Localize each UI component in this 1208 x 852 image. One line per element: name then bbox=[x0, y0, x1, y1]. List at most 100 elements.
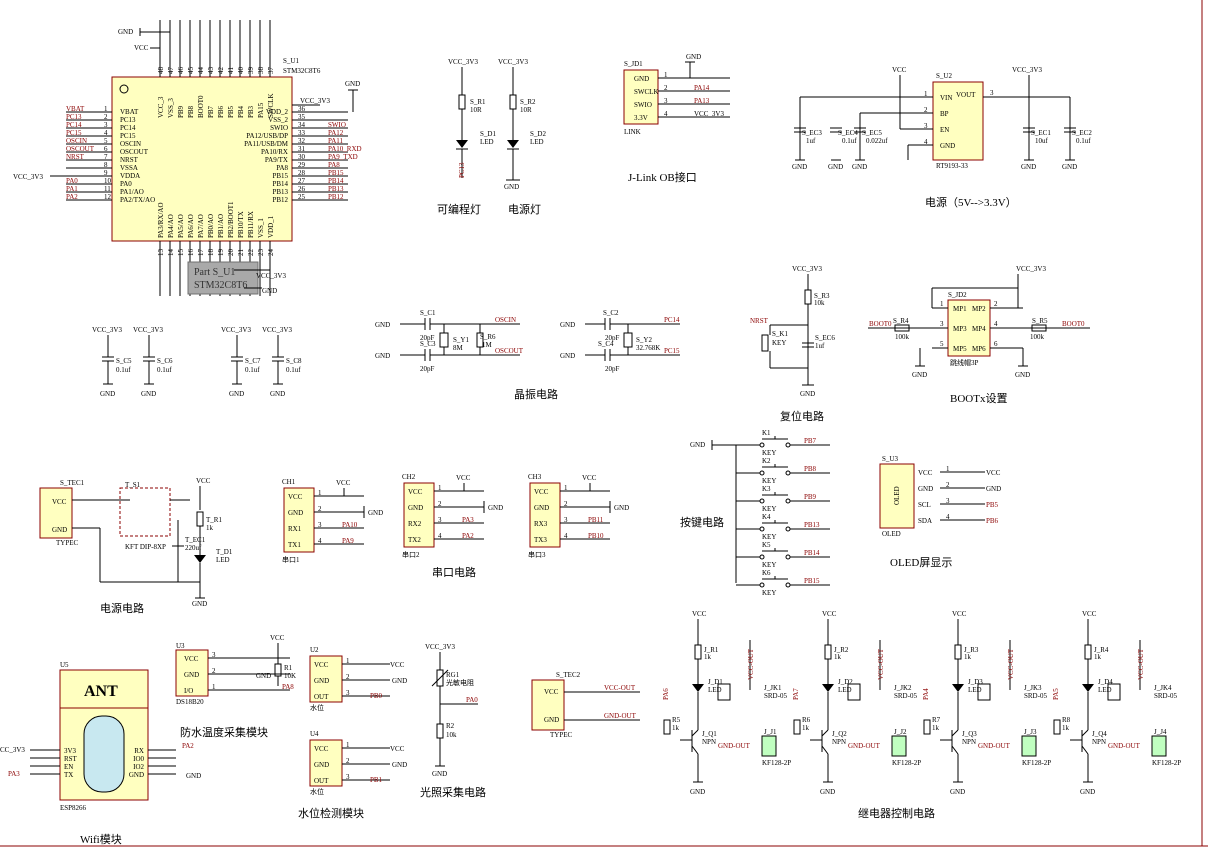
boot-num: 5 bbox=[940, 340, 944, 348]
relay-transistor bbox=[1081, 729, 1089, 737]
power-circuit-title: 电源电路 bbox=[100, 601, 144, 615]
led-block[interactable]: VCC_3V3 VCC_3V3 S_R1 10R S_R2 10R S_D1 L… bbox=[437, 58, 546, 216]
xtal-y1-val: 8M bbox=[453, 344, 464, 352]
wifi-ref: U5 bbox=[60, 661, 69, 669]
mcu-net-PB13: PB13 bbox=[328, 185, 344, 193]
reg-cap-gnd: GND bbox=[1062, 163, 1077, 171]
pc-gnd: GND bbox=[192, 600, 207, 608]
wifi-pin-RX: RX bbox=[134, 747, 144, 755]
mcu-pin-name: PB9 bbox=[177, 105, 185, 118]
uart-connector[interactable] bbox=[283, 487, 315, 553]
wifi-block[interactable]: ANT U5 ESP8266 3V3RSTENTXRXIO0IO2GNDCC_3… bbox=[0, 661, 201, 846]
reg-cap-val: 0.1uf bbox=[842, 137, 857, 145]
decap-vcc: VCC_3V3 bbox=[221, 326, 251, 334]
key-net-PB13: PB13 bbox=[804, 521, 820, 529]
uart-pin-VCC: VCC bbox=[408, 488, 423, 496]
mcu-pin-name: VDD_2 bbox=[266, 108, 289, 116]
relay-block[interactable]: 继电器控制电路 VCCJ_R11kJ_D1LEDGNDJ_Q1NPNR51kPA… bbox=[662, 610, 1181, 820]
key-contact bbox=[759, 442, 765, 448]
water-sensor[interactable] bbox=[309, 655, 343, 703]
water-sensor[interactable] bbox=[309, 739, 343, 787]
relay-transistor bbox=[951, 745, 959, 755]
mcu-pin-num: 6 bbox=[104, 145, 108, 153]
reg-cap-gnd: GND bbox=[852, 163, 867, 171]
relay-terminal[interactable] bbox=[891, 735, 907, 757]
oled-net-PB6: PB6 bbox=[986, 517, 999, 525]
jlink-net: PA13 bbox=[694, 97, 710, 105]
mcu-pin-name: SWIO bbox=[270, 124, 288, 132]
mcu-pin-num: 35 bbox=[298, 113, 306, 121]
relay-terminal[interactable] bbox=[1151, 735, 1167, 757]
uart-pin-num: 4 bbox=[318, 537, 322, 545]
mcu-pin-name: VSS_3 bbox=[167, 98, 175, 118]
relay-led-icon bbox=[822, 684, 834, 692]
relay-gnd: GND bbox=[690, 788, 705, 796]
water-pin-num: 2 bbox=[346, 757, 350, 765]
relay-j-part: KF128-2P bbox=[1022, 759, 1051, 767]
typec-out-block[interactable]: S_TEC2 TYPEC VCC GND VCC-OUT GND-OUT bbox=[531, 671, 640, 739]
ds-pin-GND: GND bbox=[184, 671, 199, 679]
wifi-pin-IO0: IO0 bbox=[133, 755, 144, 763]
light-block[interactable]: VCC_3V3 RG1 光敏电阻 PA0 R2 10k GND 光照采集电路 bbox=[420, 643, 486, 799]
reg-cap-gnd: GND bbox=[828, 163, 843, 171]
relay-vccout: VCC-OUT bbox=[877, 648, 885, 680]
decoupling-caps[interactable]: VCC_3V3S_C50.1ufGNDVCC_3V3S_C60.1ufGNDVC… bbox=[92, 326, 302, 398]
oled-net-PB5: PB5 bbox=[986, 501, 999, 509]
uart-title: 串口电路 bbox=[432, 566, 476, 579]
keys-block[interactable]: GND 按键电路 K1KEYPB7K2KEYPB8K3KEYPB9K4KEYPB… bbox=[680, 429, 830, 597]
water-pin-GND: GND bbox=[314, 761, 329, 769]
mcu-pin-num: 4 bbox=[104, 129, 108, 137]
uart-net-rx: PA10 bbox=[342, 521, 358, 529]
reg-cap-gnd: GND bbox=[792, 163, 807, 171]
mcu-pin-num: 34 bbox=[298, 121, 306, 129]
uart-connector[interactable] bbox=[403, 482, 435, 548]
mcu-net-OSCOUT: OSCOUT bbox=[66, 145, 95, 153]
boot-gnd2: GND bbox=[1015, 371, 1030, 379]
relay-terminal[interactable] bbox=[761, 735, 777, 757]
ds-net: PA8 bbox=[282, 683, 294, 691]
crystal-block[interactable]: GND GND S_C1 20pF S_C3 20pF S_Y1 8M S_R6… bbox=[375, 309, 680, 401]
mcu-pin-name: PA2/TX/AO bbox=[120, 196, 155, 204]
relay-jk-ref: J_JK3 bbox=[1024, 684, 1042, 692]
relay-q-type: NPN bbox=[832, 738, 846, 746]
uart-gnd: GND bbox=[614, 504, 629, 512]
relay-j-part: KF128-2P bbox=[892, 759, 921, 767]
uart-net-tx: PB10 bbox=[588, 532, 604, 540]
wifi-pin-IO2: IO2 bbox=[133, 763, 144, 771]
relay-gnd: GND bbox=[820, 788, 835, 796]
uart-connector[interactable] bbox=[529, 482, 561, 548]
reg-cap-gnd: GND bbox=[1021, 163, 1036, 171]
relay-title: 继电器控制电路 bbox=[858, 806, 935, 820]
light-title: 光照采集电路 bbox=[420, 785, 486, 799]
tec2-net-vcc: VCC-OUT bbox=[604, 684, 636, 692]
oled-pin-VCC: VCC bbox=[918, 469, 933, 477]
pc-tec-name: TYPEC bbox=[56, 539, 79, 547]
uart-pin-VCC: VCC bbox=[534, 488, 549, 496]
mcu-pin-name: PB6 bbox=[217, 105, 225, 118]
water-pin-GND: GND bbox=[314, 677, 329, 685]
mcu-pin-name: PC13 bbox=[120, 116, 136, 124]
power-circuit-block[interactable]: S_TEC1 TYPEC VCC GND T_S1 KFT DIP-8XP VC… bbox=[39, 477, 233, 615]
led-d1-ref: S_D1 bbox=[480, 130, 496, 138]
relay-terminal[interactable] bbox=[1021, 735, 1037, 757]
mcu-pin-num: 24 bbox=[267, 249, 275, 257]
reg-cap-ref: S_EC2 bbox=[1072, 129, 1092, 137]
relay-rb-ref: R5 bbox=[672, 716, 681, 724]
reset-block[interactable]: VCC_3V3 S_R3 10k NRST S_K1 KEY S_EC6 1uf… bbox=[750, 265, 835, 423]
relay-j-ref: J_J4 bbox=[1154, 728, 1167, 736]
relay-d-ref: J_D3 bbox=[968, 678, 983, 686]
oled-pin-GND: GND bbox=[918, 485, 933, 493]
mcu-pin-name: PB4 bbox=[237, 105, 245, 118]
mcu-vcc-label: VCC bbox=[134, 44, 149, 52]
reg-cap-val: 1uf bbox=[806, 137, 816, 145]
mcu-ref: S_U1 bbox=[283, 57, 299, 65]
uart-pin-num: 4 bbox=[564, 532, 568, 540]
